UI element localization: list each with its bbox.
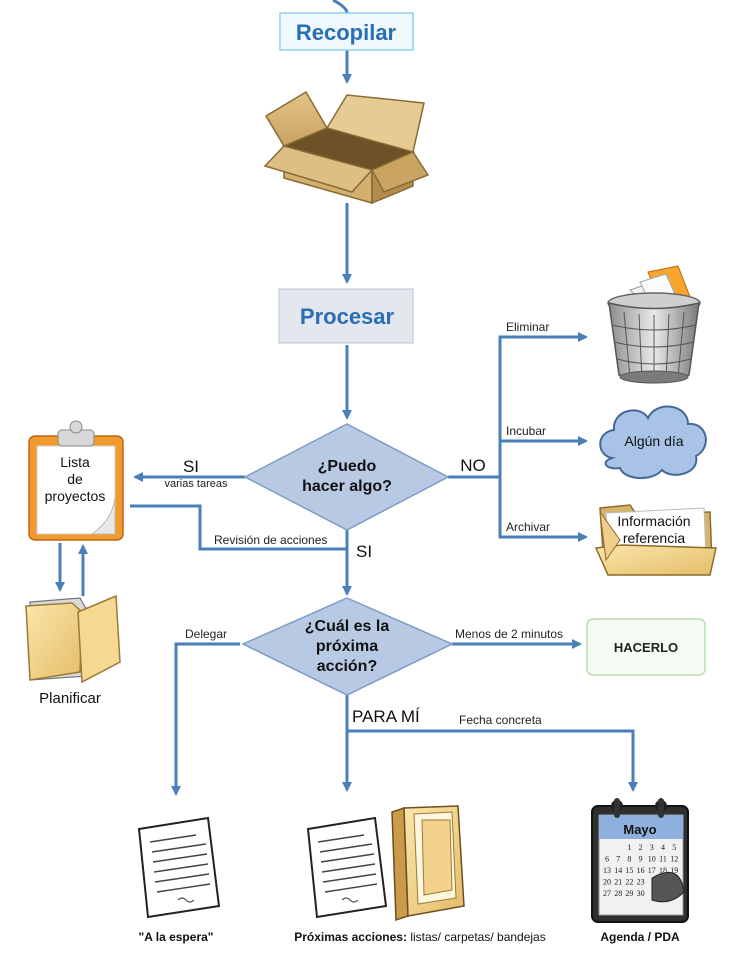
planificar-folder-icon: Planificar (25, 594, 121, 707)
calendar-day: 30 (637, 889, 645, 898)
arrow-delegar (171, 642, 240, 796)
trash-bin-icon (607, 265, 701, 384)
para-mi-label: PARA MÍ (352, 707, 420, 726)
calendar-day: 27 (603, 889, 611, 898)
puedo-decision: ¿Puedo hacer algo? (243, 423, 450, 531)
incubar-label: Incubar (506, 424, 546, 438)
recopilar-label: Recopilar (296, 20, 397, 45)
calendar-day: 23 (637, 878, 645, 887)
menos-2-label: Menos de 2 minutos (455, 627, 563, 641)
hacerlo-label: HACERLO (614, 640, 678, 655)
calendar-day: 17 (648, 866, 656, 875)
delegar-label: Delegar (185, 627, 227, 641)
calendar-day: 15 (625, 866, 633, 875)
calendar-day: 11 (659, 855, 667, 864)
calendar-day: 12 (670, 855, 678, 864)
calendar-day: 29 (625, 889, 633, 898)
planificar-label: Planificar (39, 690, 101, 707)
eliminar-label: Eliminar (506, 320, 549, 334)
calendar-day: 10 (648, 855, 656, 864)
lista-line2: de (67, 471, 83, 487)
revision-label: Revisión de acciones (214, 533, 327, 547)
calendar-day: 13 (603, 866, 611, 875)
puedo-line1: ¿Puedo (318, 458, 377, 475)
calendar-day: 28 (614, 889, 622, 898)
lista-line3: proyectos (45, 488, 106, 504)
inbox-box-icon (263, 90, 430, 205)
clipboard-icon: Lista de proyectos (28, 420, 124, 541)
agenda-label: Agenda / PDA (600, 930, 680, 944)
proximas-label: Próximas acciones: listas/ carpetas/ ban… (294, 930, 545, 944)
varias-tareas-label: varias tareas (165, 478, 228, 490)
puedo-line2: hacer algo? (302, 478, 392, 495)
calendar-day: 1 (627, 843, 631, 852)
edge-labels: SI varias tareas NO Eliminar Incubar Arc… (165, 320, 564, 727)
espera-label: "A la espera" (139, 930, 214, 944)
calendar-day: 14 (614, 866, 622, 875)
calendar-month: Mayo (623, 822, 656, 837)
arrow-top-to-recopilar (332, 0, 349, 15)
cual-decision: ¿Cuál es la próxima acción? (241, 597, 454, 696)
info-line2: referencia (623, 530, 685, 546)
calendar-day: 20 (603, 878, 611, 887)
calendar-day: 3 (650, 843, 654, 852)
procesar-node: Procesar (278, 288, 414, 344)
hacerlo-node: HACERLO (586, 618, 706, 676)
arrow-fecha (347, 729, 638, 792)
archivar-label: Archivar (506, 520, 550, 534)
info-line1: Información (617, 513, 690, 529)
recopilar-node: Recopilar (279, 12, 414, 51)
calendar-day: 6 (605, 855, 609, 864)
next-actions-icon: Próximas acciones: listas/ carpetas/ ban… (294, 805, 546, 944)
calendar-day: 7 (616, 855, 620, 864)
cual-line1: ¿Cuál es la (305, 618, 390, 635)
calendar-day: 21 (614, 878, 622, 887)
no-label: NO (460, 456, 486, 475)
cual-line3: acción? (317, 658, 377, 675)
calendar-day: 5 (672, 843, 676, 852)
calendar-day: 22 (625, 878, 633, 887)
calendar-day: 2 (639, 843, 643, 852)
calendar-day: 19 (670, 866, 678, 875)
calendar-day: 4 (661, 843, 665, 852)
arrow-revision (130, 504, 347, 551)
algun-dia-label: Algún día (624, 433, 683, 449)
reference-folder-icon: Información referencia (594, 504, 717, 576)
calendar-day: 16 (637, 866, 645, 875)
calendar-day: 18 (659, 866, 667, 875)
arrow-archivar (498, 477, 588, 542)
connectors (55, 0, 638, 796)
lista-line1: Lista (60, 454, 90, 470)
procesar-label: Procesar (300, 304, 395, 329)
proximas-rest: listas/ carpetas/ bandejas (407, 930, 546, 944)
cual-line2: próxima (316, 638, 378, 655)
calendar-day: 8 (627, 855, 631, 864)
calendar-day: 9 (639, 855, 643, 864)
si-left-label: SI (183, 457, 199, 476)
cloud-icon: Algún día (599, 405, 707, 479)
proximas-bold: Próximas acciones: (294, 930, 407, 944)
si-down-label: SI (356, 542, 372, 561)
fecha-label: Fecha concreta (459, 713, 542, 727)
waiting-document-icon: "A la espera" (137, 816, 221, 944)
